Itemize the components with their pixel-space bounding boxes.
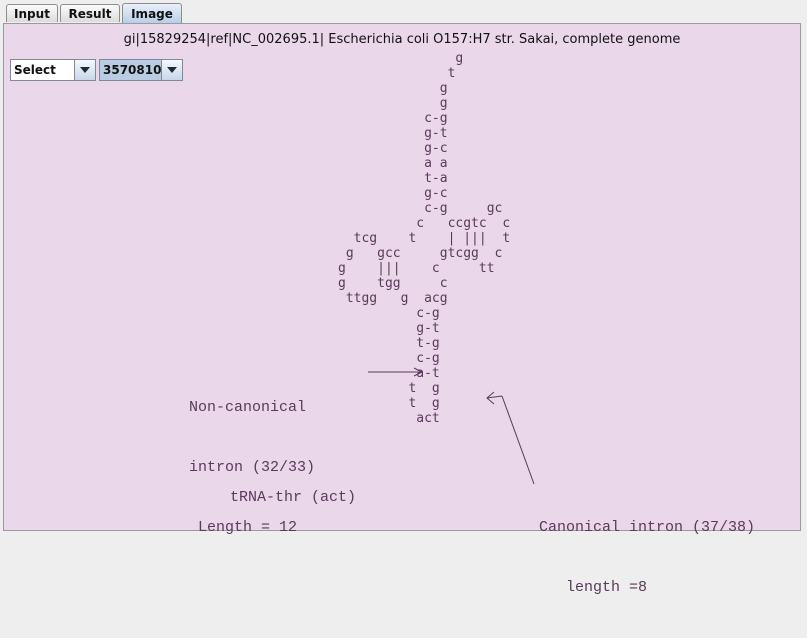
sequence-title: gi|15829254|ref|NC_002695.1| Escherichia… bbox=[123, 32, 681, 47]
noncanonical-line-3: Length = 12 bbox=[189, 519, 298, 536]
structure-line: a a bbox=[338, 156, 448, 171]
canonical-line-2: length =8 bbox=[539, 579, 648, 596]
canonical-arrow-line bbox=[501, 395, 535, 485]
tab-result[interactable]: Result bbox=[60, 4, 120, 22]
structure-line: t bbox=[338, 66, 456, 81]
select-dropdown-button[interactable] bbox=[74, 60, 95, 80]
select-combo[interactable]: Select bbox=[10, 59, 96, 81]
noncanonical-line-2: intron (32/33) bbox=[189, 459, 316, 476]
tab-image[interactable]: Image bbox=[122, 3, 182, 23]
structure-line: t g bbox=[338, 396, 440, 411]
structure-line: t-a bbox=[338, 171, 448, 186]
annotation-arrows bbox=[368, 367, 535, 485]
structure-line: c-g bbox=[338, 306, 440, 321]
trna-label: tRNA-thr (act) bbox=[230, 489, 357, 506]
structure-line: tcg t | ||| t bbox=[338, 231, 511, 246]
structure-line: a-t bbox=[338, 366, 440, 381]
structure-line: g tgg c bbox=[338, 276, 448, 291]
structure-line: c-g bbox=[338, 351, 440, 366]
structure-line: g-t bbox=[338, 126, 448, 141]
position-combo[interactable]: 3570810 bbox=[99, 59, 183, 81]
image-panel: gi|15829254|ref|NC_002695.1| Escherichia… bbox=[3, 23, 801, 596]
structure-line: c ccgtc c bbox=[338, 216, 511, 231]
structure-line: g ||| c tt bbox=[338, 261, 495, 276]
chevron-down-icon bbox=[167, 67, 178, 73]
noncanonical-arrow-head bbox=[413, 367, 424, 377]
structure-line: g-c bbox=[338, 186, 448, 201]
canonical-arrow-head bbox=[486, 391, 495, 405]
structure-line: g bbox=[338, 51, 464, 66]
trna-structure: g t g g c-g g-t g-c a a t-a g-c c-g gc c… bbox=[338, 51, 510, 426]
structure-line: act bbox=[338, 411, 440, 426]
position-dropdown-button[interactable] bbox=[161, 60, 182, 80]
structure-line: t-g bbox=[338, 336, 440, 351]
chevron-down-icon bbox=[80, 67, 90, 73]
structure-line: g-c bbox=[338, 141, 448, 156]
structure-line: c-g bbox=[338, 111, 448, 126]
position-combo-value: 3570810 bbox=[103, 63, 162, 77]
structure-line: g-t bbox=[338, 321, 440, 336]
structure-line: g bbox=[338, 81, 448, 96]
noncanonical-annotation: Non-canonical intron (32/33) Length = 12 bbox=[189, 358, 315, 578]
structure-line: ttgg g acg bbox=[338, 291, 448, 306]
structure-line: t g bbox=[338, 381, 440, 396]
structure-line: g gcc gtcgg c bbox=[338, 246, 503, 261]
canonical-line-1: Canonical intron (37/38) bbox=[539, 519, 756, 536]
noncanonical-line-1: Non-canonical bbox=[189, 399, 307, 416]
structure-line: g bbox=[338, 96, 448, 111]
tab-input[interactable]: Input bbox=[6, 4, 58, 22]
select-combo-value: Select bbox=[14, 63, 56, 77]
structure-line: c-g gc bbox=[338, 201, 503, 216]
canonical-arrow-tail bbox=[486, 395, 503, 399]
